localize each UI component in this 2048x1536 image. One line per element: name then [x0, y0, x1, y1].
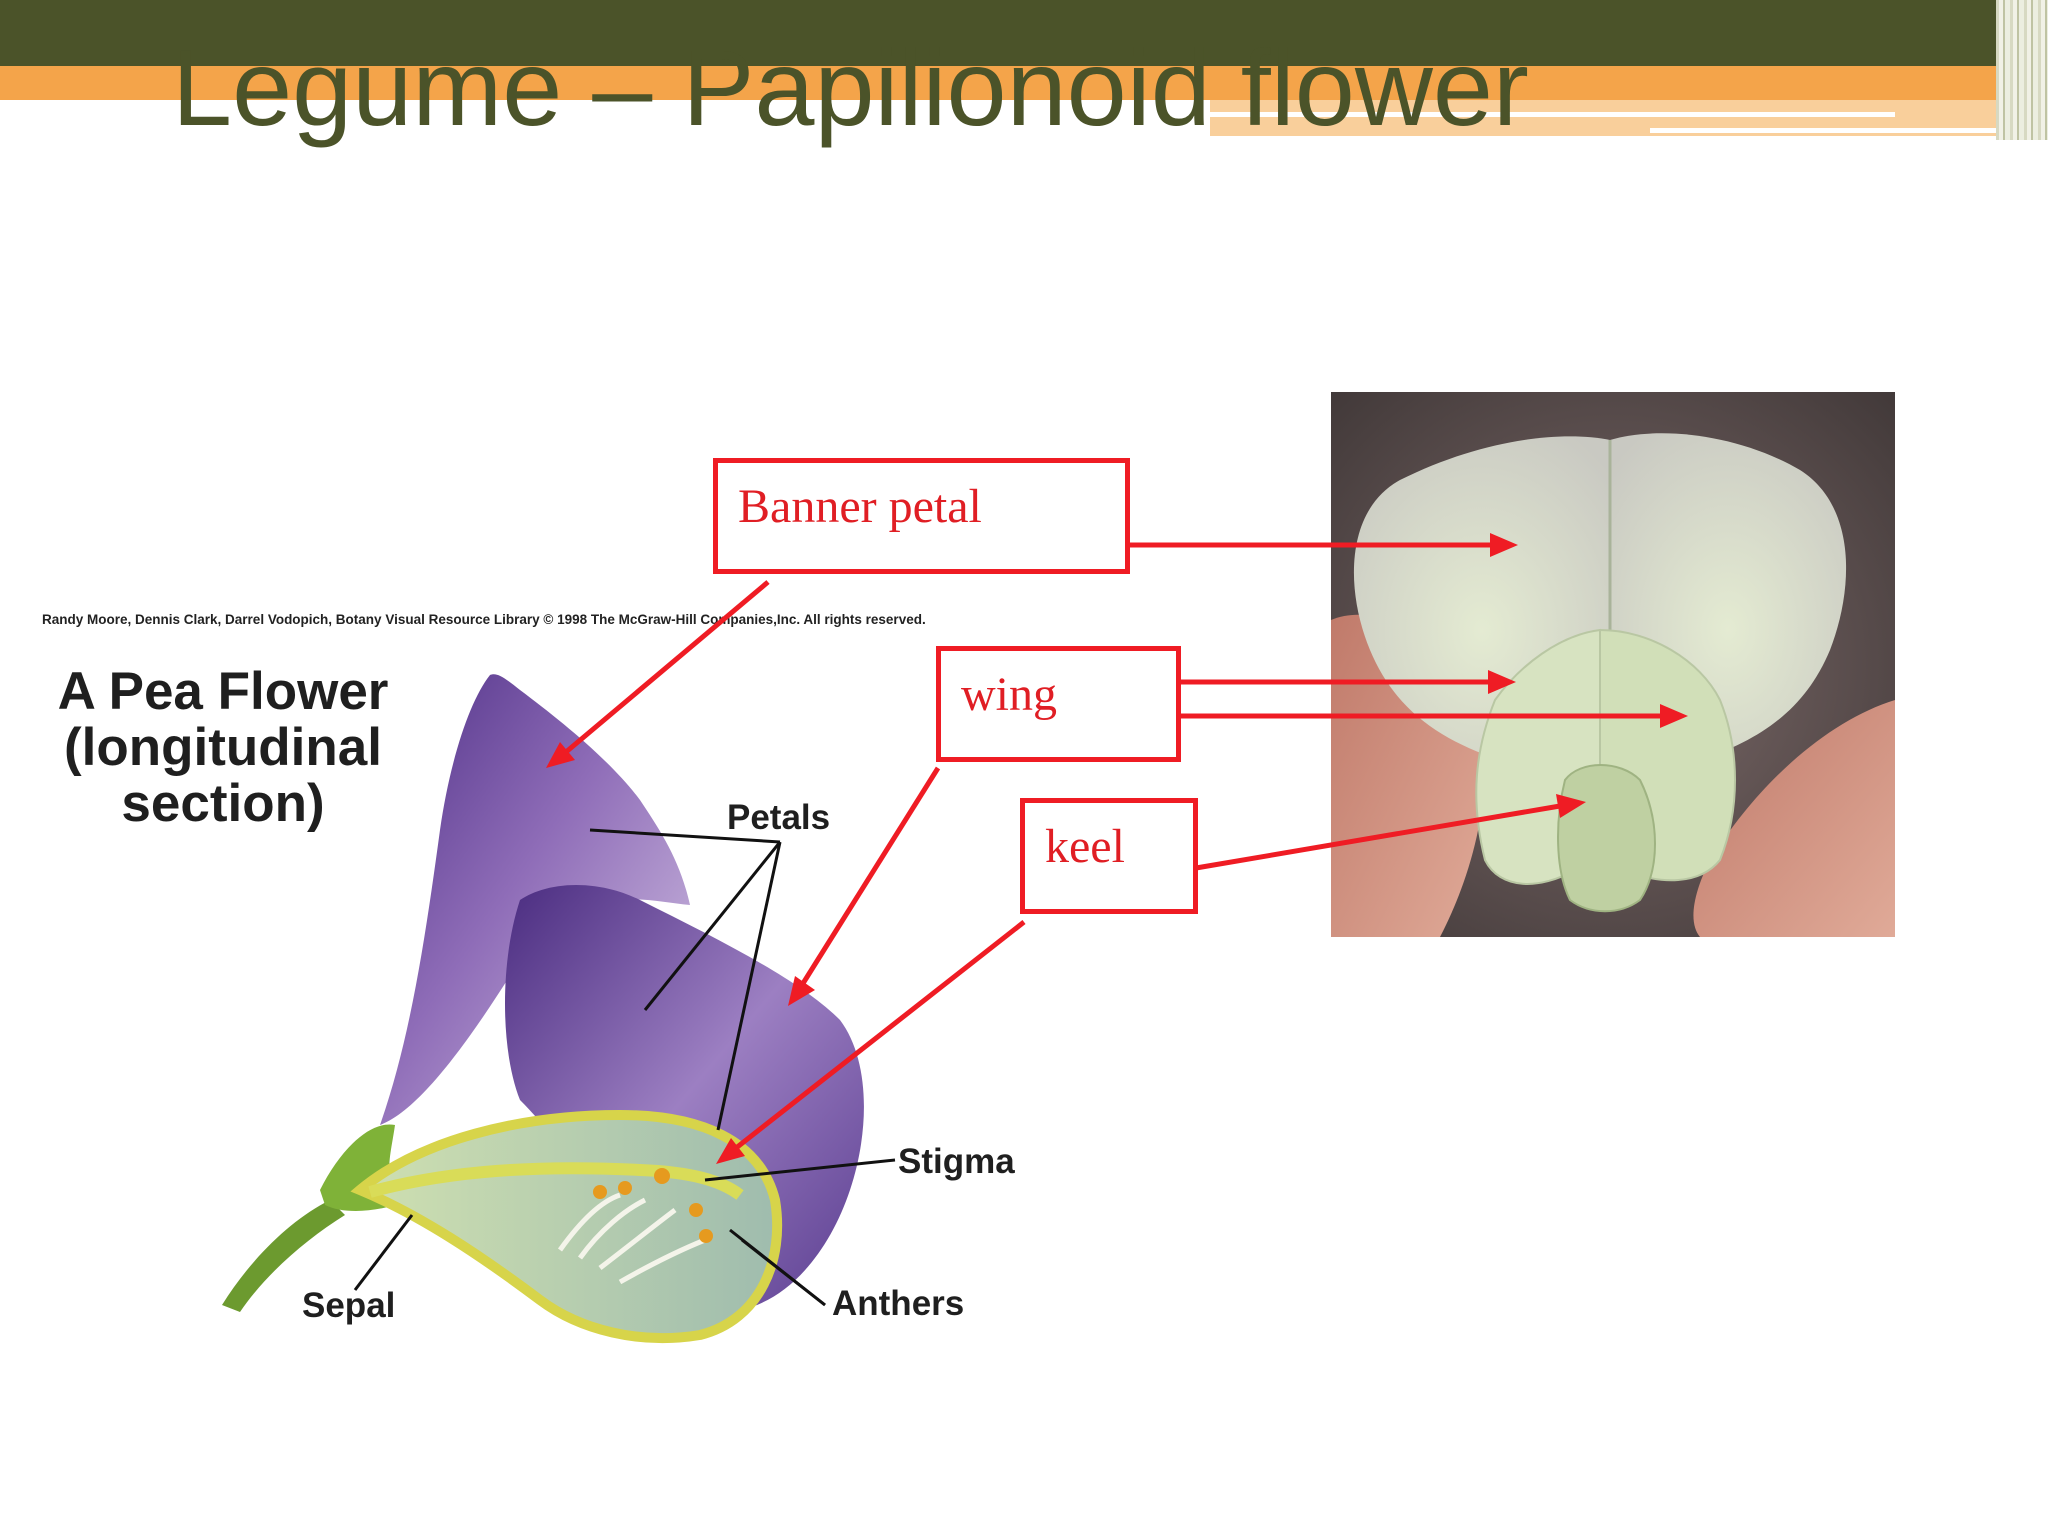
arrow-head — [1660, 704, 1688, 728]
header-bar — [0, 0, 2048, 66]
label-petals: Petals — [727, 798, 831, 837]
wing-diagram-arrow — [799, 766, 941, 987]
arrow-head — [1488, 670, 1516, 694]
anther-dot — [689, 1203, 703, 1217]
stamen-filament — [577, 1197, 647, 1260]
petals-leader — [716, 841, 782, 1131]
arrow-head — [716, 1138, 745, 1164]
photo-keel-petal — [1557, 764, 1656, 913]
header-white-line — [1650, 128, 2010, 133]
stem — [222, 1200, 345, 1312]
banner-diagram-arrow — [564, 580, 770, 754]
header-white-line — [1210, 112, 1895, 117]
arrow-head — [1490, 533, 1518, 557]
stigma-leader — [704, 1158, 896, 1182]
arrow-head — [1556, 794, 1586, 818]
arrow-head — [546, 742, 575, 768]
diagram-title-line: A Pea Flower — [57, 662, 389, 721]
stamen-filament — [557, 1192, 621, 1252]
label-stigma: Stigma — [898, 1142, 1015, 1181]
callout-banner-petal: Banner petal — [713, 458, 1130, 574]
header-accent-band — [0, 66, 2010, 100]
anthers-leader — [741, 1238, 826, 1307]
label-anthers: Anthers — [832, 1284, 965, 1323]
image-credit: Randy Moore, Dennis Clark, Darrel Vodopi… — [42, 612, 926, 627]
label-sepal: Sepal — [302, 1286, 396, 1325]
anther-dot — [593, 1185, 607, 1199]
arrow-head — [788, 976, 815, 1006]
petals-leader — [643, 841, 782, 1011]
diagram-title-line: (longitudinal — [64, 718, 382, 777]
keel-diagram-arrow — [734, 920, 1026, 1150]
slide-title: Legume – Papilionoid flower — [172, 27, 1529, 148]
keel-photo-arrow — [1195, 803, 1561, 871]
callout-wing: wing — [936, 646, 1181, 762]
anther-dot — [618, 1181, 632, 1195]
sepal-leader — [353, 1214, 414, 1291]
anther-dot — [654, 1168, 670, 1184]
photo-finger — [1693, 700, 1895, 937]
diagram-title: A Pea Flower (longitudinal section) — [18, 664, 428, 832]
stamen-filament — [598, 1208, 677, 1270]
header-stripes — [1996, 0, 2048, 140]
callout-keel: keel — [1020, 798, 1198, 914]
stamen-filament — [618, 1237, 706, 1285]
diagram-title-line: section) — [121, 774, 325, 833]
petals-leader — [589, 828, 781, 844]
keel-shape — [350, 1109, 783, 1344]
anther-dot — [699, 1229, 713, 1243]
